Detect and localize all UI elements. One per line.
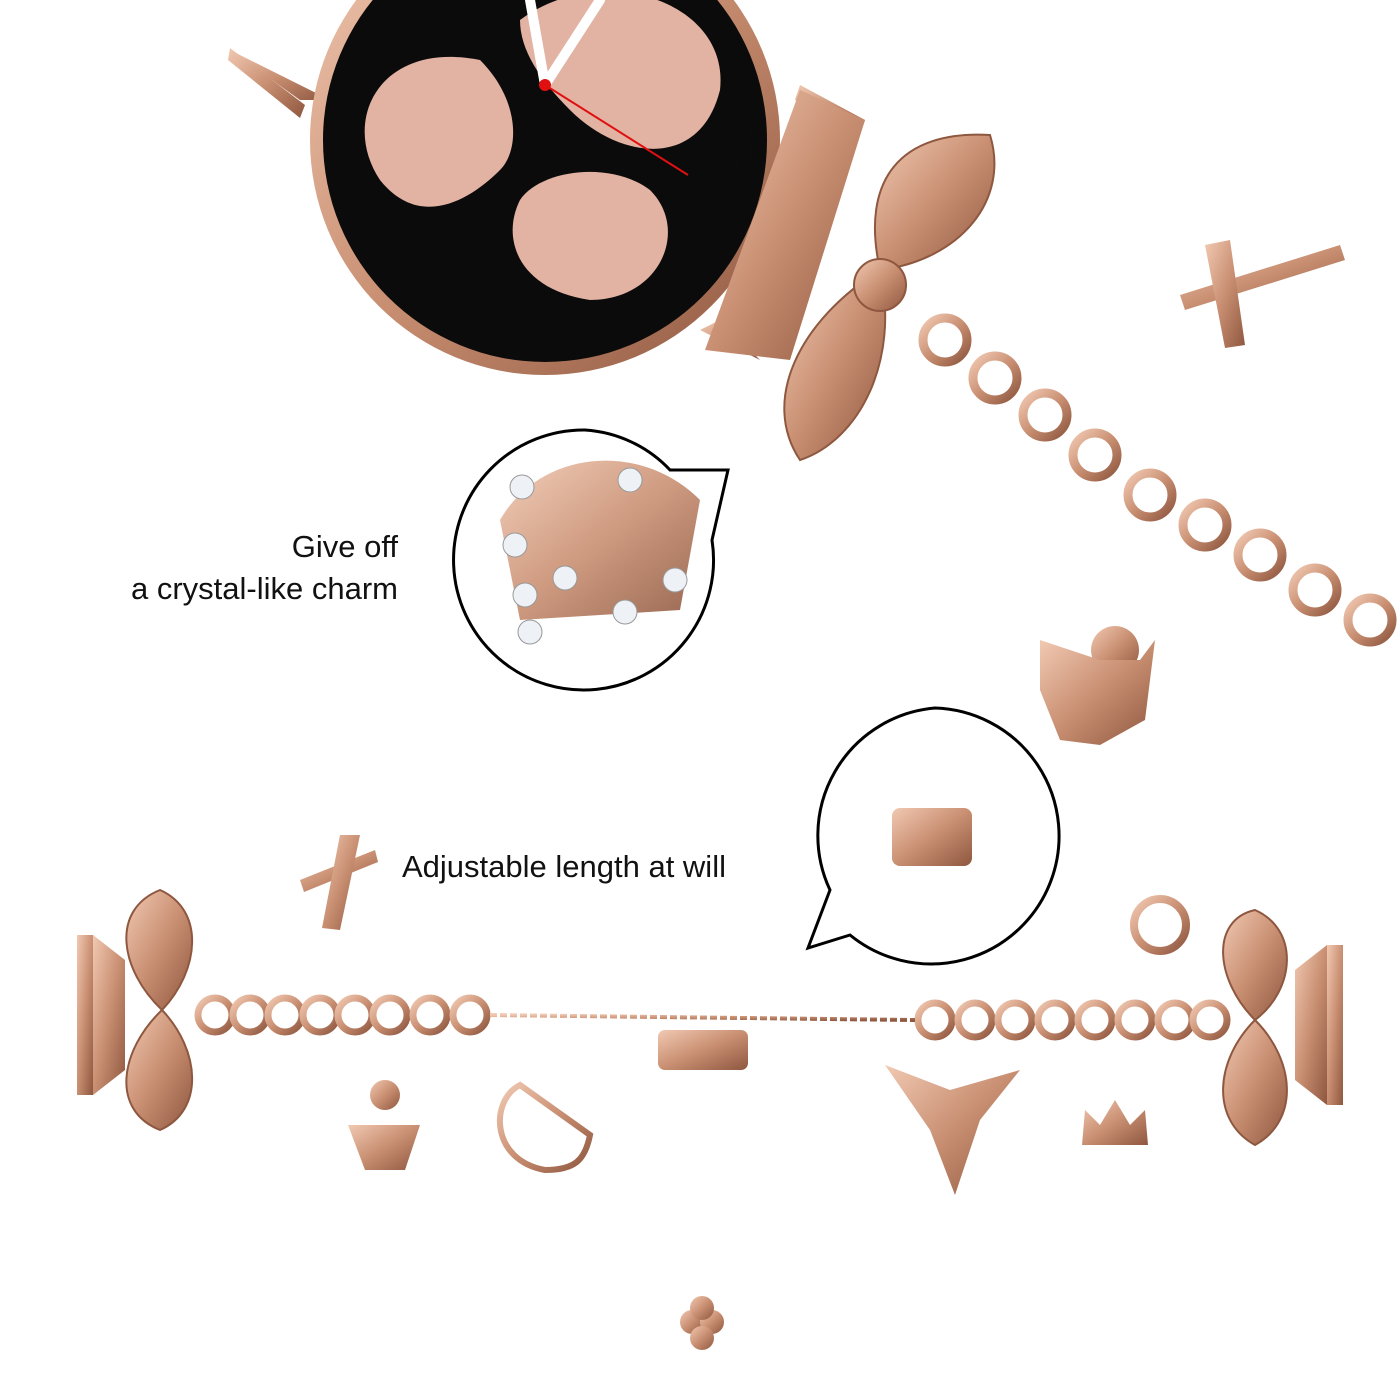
- cross-charm-upper: [1180, 240, 1345, 348]
- crystal-detail-bubble: [452, 428, 730, 692]
- band-connector: [705, 90, 865, 360]
- chain-upper: [918, 313, 1397, 647]
- bow-charm-upper: [783, 133, 996, 462]
- chain-links: [194, 994, 1231, 1041]
- dial-lobe-bottom: [512, 171, 668, 300]
- minute-hand: [540, 0, 605, 90]
- flower-charm: [680, 1296, 724, 1350]
- dial-lobe-left: [364, 56, 514, 207]
- second-hand: [544, 84, 689, 176]
- crystal-caption: Give off a crystal-like charm: [131, 526, 398, 610]
- angel-charm-upper: [1040, 626, 1155, 745]
- hour-hand: [525, 0, 550, 90]
- adjuster-detail-bubble: [805, 706, 1061, 966]
- cross-charm: [300, 835, 378, 930]
- crystal-caption-line2: a crystal-like charm: [131, 571, 398, 606]
- crystal-caption-line1: Give off: [291, 529, 398, 564]
- angel-wings-charm: [885, 1065, 1020, 1195]
- watch: [228, 0, 865, 375]
- adjustable-caption: Adjustable length at will: [402, 849, 726, 884]
- moon-star-charm: [1130, 895, 1190, 955]
- heart-charm: [497, 1081, 594, 1174]
- bracelet-full: [77, 835, 1343, 1350]
- angel-charm: [348, 1080, 420, 1170]
- crown-charm: [1082, 1100, 1148, 1145]
- slider-adjuster: [658, 1030, 748, 1070]
